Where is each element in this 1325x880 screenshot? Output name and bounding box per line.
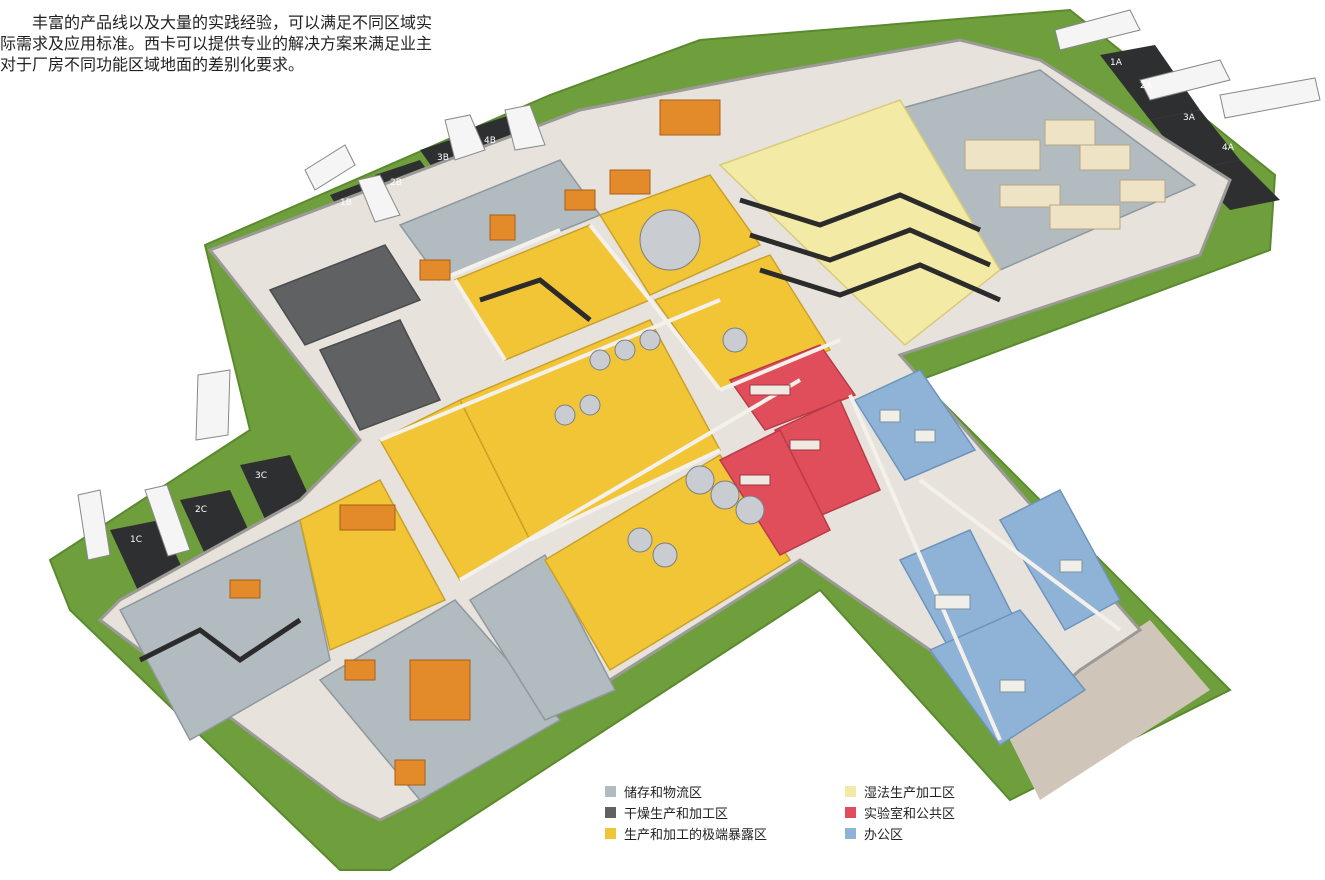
legend-item: 生产和加工的极端暴露区 [605, 824, 845, 843]
pallet-stacks [229, 99, 721, 786]
legend-label: 储存和物流区 [624, 785, 703, 801]
legend-label: 生产和加工的极端暴露区 [624, 827, 768, 843]
zone-wet-production [718, 99, 1001, 346]
legend-label: 办公区 [864, 827, 904, 843]
dock-label: 3B [437, 153, 449, 163]
zone-legend: 储存和物流区 湿法生产加工区 干燥生产和加工区 实验室和公共区 生产和加工的极端… [605, 782, 1025, 843]
legend-swatch [605, 827, 616, 839]
zone-lab-public [718, 344, 881, 556]
dock-label: 1C [130, 535, 142, 545]
legend-label: 湿法生产加工区 [864, 785, 956, 801]
concrete-apron [1000, 620, 1210, 800]
dock-label: 3C [255, 471, 267, 481]
legend-item: 办公区 [845, 824, 1025, 843]
dock-label: 4A [1222, 143, 1235, 153]
dock-label: 1B [340, 198, 352, 208]
legend-swatch [845, 785, 856, 797]
dock-label: 2A [1140, 81, 1153, 91]
legend-item: 干燥生产和加工区 [605, 803, 845, 822]
legend-label: 实验室和公共区 [864, 806, 956, 822]
lab-benches [739, 384, 821, 486]
legend-swatch [845, 827, 856, 839]
legend-swatch [605, 785, 616, 797]
conveyor-lines [138, 192, 1002, 664]
dock-label: 3A [1183, 113, 1196, 123]
process-tanks [554, 209, 765, 568]
legend-label: 干燥生产和加工区 [624, 806, 729, 822]
legend-item: 储存和物流区 [605, 782, 845, 801]
dock-label: 1A [1110, 58, 1123, 68]
dock-label: 2C [195, 505, 207, 515]
partition-walls [379, 223, 1122, 741]
dock-label: 2B [390, 178, 402, 188]
legend-swatch [605, 806, 616, 818]
dock-labels: 1A 2A 3A 4A 1B 2B 3B 4B 1C 2C 3C [130, 58, 1235, 545]
zone-dry-production [268, 244, 442, 431]
legend-item: 实验室和公共区 [845, 803, 1025, 822]
dock-label: 4B [484, 136, 496, 146]
office-furniture [879, 409, 1083, 693]
zone-office [853, 369, 1122, 747]
intro-paragraph: 丰富的产品线以及大量的实践经验，可以满足不同区域实际需求及应用标准。西卡可以提供… [0, 13, 433, 74]
goods-boxes [964, 119, 1166, 230]
trucks [77, 9, 1321, 561]
legend-swatch [845, 806, 856, 818]
legend-item: 湿法生产加工区 [845, 782, 1025, 801]
